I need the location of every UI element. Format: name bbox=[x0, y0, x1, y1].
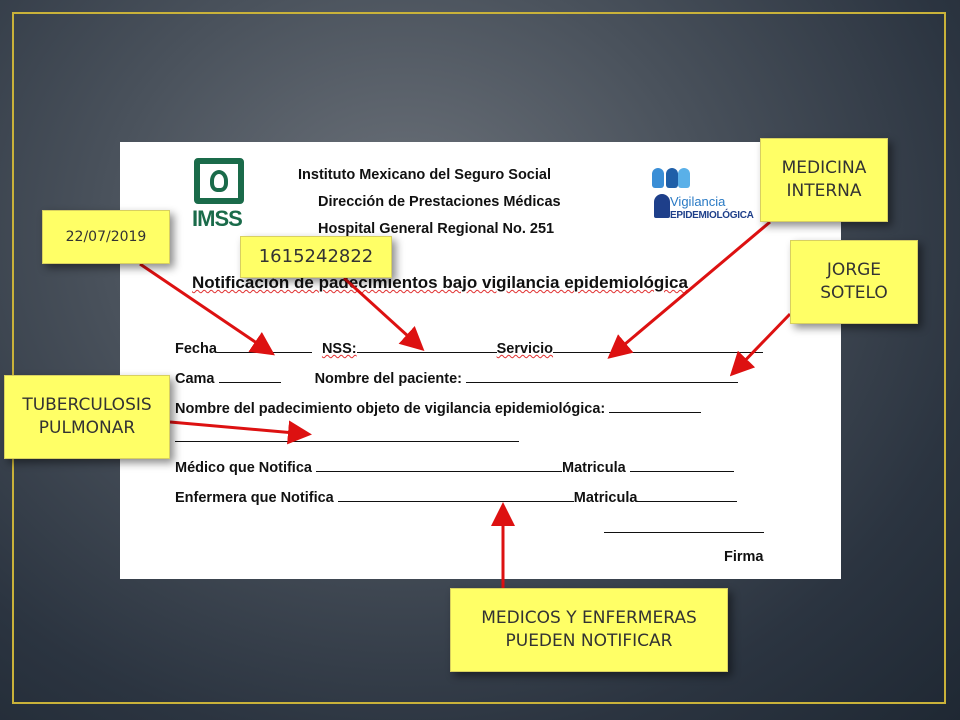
imss-logo: IMSS bbox=[192, 156, 252, 236]
firma-field[interactable] bbox=[604, 520, 764, 533]
enfermera-label: Enfermera que Notifica bbox=[175, 490, 334, 506]
callout-padecimiento: TUBERCULOSIS PULMONAR bbox=[4, 375, 170, 459]
cama-label: Cama bbox=[175, 371, 215, 387]
institution-header: Instituto Mexicano del Seguro Social Dir… bbox=[298, 162, 561, 243]
row-cama-paciente: Cama Nombre del paciente: bbox=[175, 370, 739, 387]
arrow-paciente bbox=[729, 312, 792, 377]
callout-nss: 1615242822 bbox=[240, 236, 392, 278]
fecha-label: Fecha bbox=[175, 341, 217, 357]
direction-name: Dirección de Prestaciones Médicas bbox=[318, 194, 561, 210]
row-firma-line bbox=[604, 520, 764, 537]
imss-emblem-icon bbox=[194, 158, 244, 204]
institution-name: Instituto Mexicano del Seguro Social bbox=[298, 167, 551, 183]
row-padecimiento: Nombre del padecimiento objeto de vigila… bbox=[175, 400, 702, 417]
imss-logo-text: IMSS bbox=[192, 206, 243, 231]
row-enfermera: Enfermera que Notifica Matricula bbox=[175, 489, 738, 506]
matricula-medico-label: Matricula bbox=[562, 460, 626, 476]
nss-label: NSS: bbox=[321, 341, 357, 357]
padecimiento-field-line2[interactable] bbox=[175, 429, 519, 442]
callout-fecha: 22/07/2019 bbox=[42, 210, 170, 264]
arrow-servicio bbox=[607, 220, 771, 359]
person-silhouette-icon bbox=[654, 194, 670, 218]
row-fecha-nss-servicio: Fecha NSS: Servicio bbox=[175, 340, 764, 357]
servicio-label: Servicio bbox=[496, 341, 554, 357]
callout-notificadores: MEDICOS Y ENFERMERAS PUEDEN NOTIFICAR bbox=[450, 588, 728, 672]
epidemiologica-logo-text: EPIDEMIOLÓGICA bbox=[670, 210, 754, 221]
nombre-paciente-field[interactable] bbox=[466, 370, 739, 383]
form-document: IMSS Instituto Mexicano del Seguro Socia… bbox=[120, 142, 841, 579]
callout-paciente: JORGE SOTELO bbox=[790, 240, 918, 324]
firma-label: Firma bbox=[724, 549, 764, 565]
nss-field[interactable] bbox=[356, 340, 497, 353]
people-icon bbox=[650, 168, 690, 192]
servicio-field[interactable] bbox=[553, 340, 764, 353]
matricula-medico-field[interactable] bbox=[629, 459, 734, 472]
arrow-nss bbox=[342, 276, 425, 352]
arrow-padecimiento bbox=[169, 420, 312, 445]
vigilancia-logo: Vigilancia EPIDEMIOLÓGICA bbox=[650, 164, 770, 226]
matricula-enfermera-field[interactable] bbox=[637, 489, 738, 502]
row-padecimiento-cont bbox=[175, 429, 519, 446]
nombre-paciente-label: Nombre del paciente: bbox=[314, 371, 463, 387]
padecimiento-label: Nombre del padecimiento objeto de vigila… bbox=[175, 401, 606, 417]
arrow-fecha bbox=[139, 262, 275, 356]
padecimiento-field[interactable] bbox=[609, 400, 702, 413]
vigilancia-logo-text: Vigilancia bbox=[670, 194, 726, 209]
row-medico: Médico que Notifica Matricula bbox=[175, 459, 734, 476]
hospital-name: Hospital General Regional No. 251 bbox=[318, 221, 555, 237]
matricula-enfermera-label: Matricula bbox=[573, 490, 638, 506]
medico-field[interactable] bbox=[316, 459, 562, 472]
cama-field[interactable] bbox=[218, 370, 281, 383]
slide-frame bbox=[12, 12, 946, 704]
medico-label: Médico que Notifica bbox=[175, 460, 312, 476]
enfermera-field[interactable] bbox=[337, 489, 574, 502]
callout-servicio: MEDICINA INTERNA bbox=[760, 138, 888, 222]
